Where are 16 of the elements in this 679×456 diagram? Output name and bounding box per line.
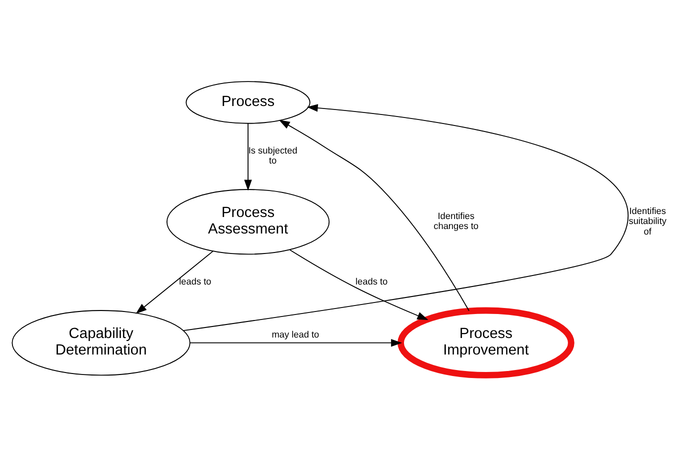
node-ellipse: Process Assessment (166, 188, 330, 254)
edge-label: Identifies changes to (434, 210, 479, 231)
edge-label: may lead to (272, 328, 320, 339)
node-ellipse: Capability Determination (12, 310, 190, 376)
arrow (183, 104, 628, 331)
edge-label: leads to (179, 276, 212, 286)
edge-label: Identifies suitability of (628, 206, 666, 236)
edge-label: Is subjected to (248, 145, 298, 166)
arrow (278, 119, 470, 311)
arrow (190, 338, 402, 346)
node-ellipse: Process Improvement (398, 306, 574, 378)
arrow (289, 248, 428, 320)
edge-label: leads to (356, 276, 388, 286)
arrow (136, 250, 214, 314)
arrow (244, 122, 252, 190)
node-ellipse: Process (186, 80, 310, 124)
